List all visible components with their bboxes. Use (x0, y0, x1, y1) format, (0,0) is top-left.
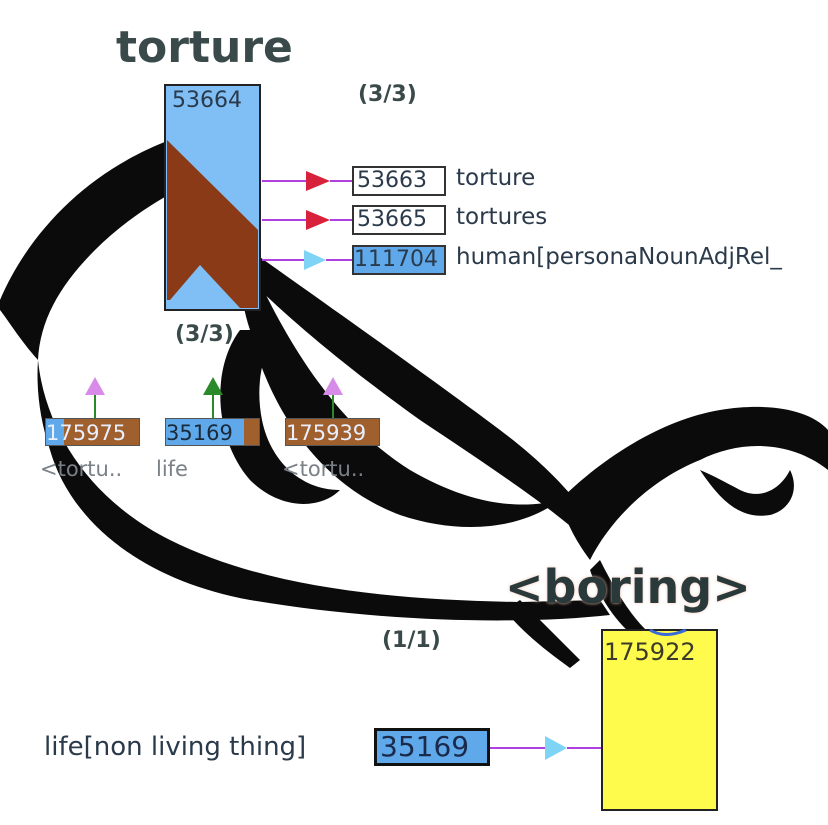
bottom-node-title: <boring> (505, 560, 751, 614)
top-node-title: torture (116, 22, 293, 73)
top-node-count-right: (3/3) (358, 82, 417, 107)
subnode-id-box-1[interactable]: 175975 (45, 418, 140, 446)
bottom-input-id-box[interactable]: 35169 (374, 728, 490, 766)
calligraphy-blade (250, 250, 590, 530)
subnode-arrows (85, 377, 343, 418)
bottom-input-label: life[non living thing] (44, 732, 307, 762)
magenta-up-arrow-2 (323, 377, 343, 395)
bottom-node-box[interactable] (601, 628, 718, 811)
bottom-node-id: 175922 (604, 638, 696, 666)
relation-label-3: human[personaNounAdjRel_ (456, 244, 782, 270)
subnode-label-1: <tortu.. (40, 457, 123, 481)
subnode-label-3: <tortu.. (282, 457, 365, 481)
calligraphy-tail2 (590, 560, 660, 648)
top-node-count-below: (3/3) (175, 322, 234, 347)
subnode-id-3: 175939 (286, 421, 367, 445)
subnode-label-2: life (156, 457, 188, 481)
subnode-id-1: 175975 (46, 421, 127, 445)
calligraphy-loop (240, 250, 560, 527)
calligraphy-curl (560, 406, 828, 560)
red-arrow-1 (306, 171, 330, 191)
calligraphy-detail (700, 470, 794, 516)
bottom-node-count: (1/1) (382, 628, 441, 653)
calligraphy-ring (220, 330, 340, 504)
cyan-arrow-1 (304, 250, 326, 270)
relation-connectors (262, 171, 352, 270)
relation-id-box-3[interactable]: 111704 (352, 245, 446, 275)
red-arrow-2 (306, 210, 330, 230)
top-node-id: 53664 (172, 88, 242, 113)
green-up-arrow (203, 377, 223, 395)
magenta-up-arrow-1 (85, 377, 105, 395)
top-node-box[interactable] (164, 84, 261, 311)
subnode-id-box-2[interactable]: 35169 (165, 418, 260, 446)
relation-id-box-1[interactable]: 53663 (352, 166, 446, 196)
bottom-connector (490, 736, 602, 760)
calligraphy-sweep (37, 360, 610, 621)
calligraphy-strokes (0, 131, 828, 668)
relation-label-1: torture (456, 165, 536, 191)
relation-id-box-2[interactable]: 53665 (352, 205, 446, 235)
subnode-id-box-3[interactable]: 175939 (285, 418, 380, 446)
subnode-id-2: 35169 (166, 421, 233, 445)
top-node-fill (167, 140, 258, 308)
cyan-arrow-2 (545, 736, 567, 760)
calligraphy-tail (505, 600, 580, 668)
relation-label-2: tortures (456, 204, 548, 230)
